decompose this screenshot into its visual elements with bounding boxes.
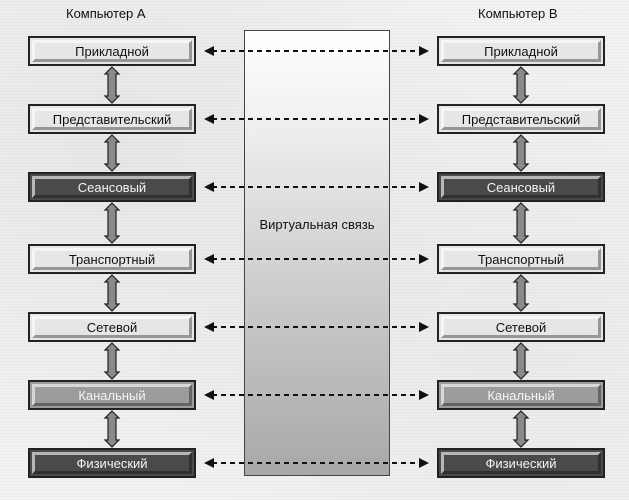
layer-a-6: Канальный [28,380,196,410]
layer-b-5: Сетевой [437,312,605,342]
layer-a-4: Транспортный [28,244,196,274]
layer-a-5: Сетевой [28,312,196,342]
layer-b-3: Сеансовый [437,172,605,202]
vertical-arrow-b-6 [512,410,530,448]
vertical-arrow-a-5 [103,342,121,380]
layer-label: Физический [76,455,148,471]
vertical-arrow-b-3 [512,202,530,244]
layer-b-2: Представительский [437,104,605,134]
layer-label: Транспортный [68,251,156,267]
layer-label: Сеансовый [486,179,556,195]
vertical-arrow-a-4 [103,274,121,312]
vertical-arrow-b-1 [512,66,530,104]
layer-label: Сетевой [86,319,138,335]
computer-a-title: Компьютер А [66,6,146,21]
layer-a-2: Представительский [28,104,196,134]
layer-a-1: Прикладной [28,36,196,66]
layer-b-6: Канальный [437,380,605,410]
layer-b-7: Физический [437,448,605,478]
vertical-arrow-b-4 [512,274,530,312]
vertical-arrow-a-2 [103,134,121,172]
layer-b-1: Прикладной [437,36,605,66]
vertical-arrow-b-5 [512,342,530,380]
virtual-link-panel: Виртуальная связь [244,30,390,476]
vertical-arrow-a-6 [103,410,121,448]
layer-label: Прикладной [75,43,149,59]
vertical-arrow-b-2 [512,134,530,172]
layer-label: Физический [485,455,557,471]
layer-a-7: Физический [28,448,196,478]
layer-label: Транспортный [477,251,565,267]
layer-label: Сетевой [495,319,547,335]
layer-label: Представительский [461,111,581,127]
layer-label: Представительский [52,111,172,127]
layer-label: Сеансовый [77,179,147,195]
layer-label: Прикладной [484,43,558,59]
layer-b-4: Транспортный [437,244,605,274]
virtual-link-label: Виртуальная связь [259,217,375,232]
layer-label: Канальный [487,387,555,403]
layer-a-3: Сеансовый [28,172,196,202]
computer-b-title: Компьютер В [478,6,558,21]
vertical-arrow-a-1 [103,66,121,104]
layer-label: Канальный [78,387,146,403]
vertical-arrow-a-3 [103,202,121,244]
